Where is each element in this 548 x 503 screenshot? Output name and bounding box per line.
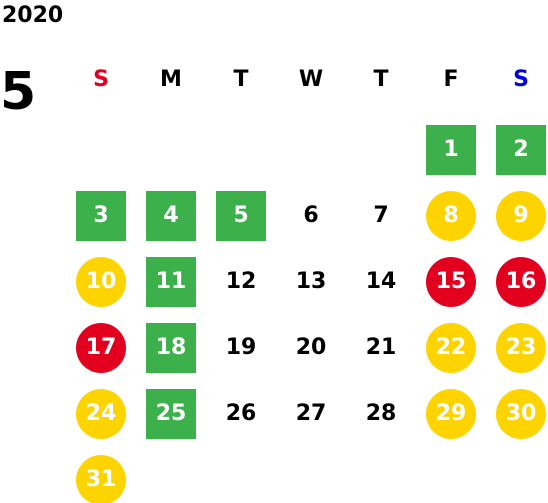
day-5: 5 xyxy=(216,191,266,241)
calendar-day-cell[interactable]: 24 xyxy=(66,381,136,447)
weekday-header-sunday: S xyxy=(93,67,109,92)
day-29: 29 xyxy=(426,389,476,439)
calendar-day-cell[interactable]: 15 xyxy=(416,249,486,315)
calendar-day-cell[interactable]: 12 xyxy=(206,249,276,315)
day-7: 7 xyxy=(373,203,389,228)
day-3: 3 xyxy=(76,191,126,241)
calendar-day-cell[interactable]: 25 xyxy=(136,381,206,447)
day-15: 15 xyxy=(426,257,476,307)
day-22: 22 xyxy=(426,323,476,373)
day-23: 23 xyxy=(496,323,546,373)
day-14: 14 xyxy=(365,269,397,294)
calendar-day-cell[interactable]: 10 xyxy=(66,249,136,315)
day-12: 12 xyxy=(225,269,257,294)
day-20: 20 xyxy=(295,335,327,360)
calendar-day-cell[interactable]: 21 xyxy=(346,315,416,381)
calendar-day-cell[interactable]: 28 xyxy=(346,381,416,447)
calendar-day-cell[interactable]: 22 xyxy=(416,315,486,381)
month-number: 5 xyxy=(0,62,37,122)
calendar-day-cell[interactable]: 31 xyxy=(66,447,136,503)
calendar-day-cell[interactable]: 1 xyxy=(416,117,486,183)
calendar-day-cell[interactable]: 30 xyxy=(486,381,548,447)
day-30: 30 xyxy=(496,389,546,439)
calendar-day-cell[interactable]: 4 xyxy=(136,183,206,249)
calendar-day-cell[interactable]: 14 xyxy=(346,249,416,315)
day-28: 28 xyxy=(365,401,397,426)
day-11: 11 xyxy=(146,257,196,307)
calendar-day-cell[interactable]: 6 xyxy=(276,183,346,249)
day-10: 10 xyxy=(76,257,126,307)
day-6: 6 xyxy=(303,203,319,228)
day-27: 27 xyxy=(295,401,327,426)
day-13: 13 xyxy=(295,269,327,294)
day-9: 9 xyxy=(496,191,546,241)
day-16: 16 xyxy=(496,257,546,307)
day-2: 2 xyxy=(496,125,546,175)
calendar-day-cell[interactable]: 13 xyxy=(276,249,346,315)
day-25: 25 xyxy=(146,389,196,439)
calendar-day-cell[interactable]: 9 xyxy=(486,183,548,249)
weekday-header-wednesday: W xyxy=(298,67,324,92)
day-26: 26 xyxy=(225,401,257,426)
calendar-day-cell[interactable]: 20 xyxy=(276,315,346,381)
weekday-header-saturday: S xyxy=(513,67,529,92)
calendar-day-cell[interactable]: 8 xyxy=(416,183,486,249)
day-31: 31 xyxy=(76,455,126,503)
day-19: 19 xyxy=(225,335,257,360)
calendar-day-cell[interactable]: 19 xyxy=(206,315,276,381)
calendar-day-cell[interactable]: 7 xyxy=(346,183,416,249)
calendar-day-cell[interactable]: 2 xyxy=(486,117,548,183)
calendar-day-cell[interactable]: 16 xyxy=(486,249,548,315)
calendar-day-cell[interactable]: 29 xyxy=(416,381,486,447)
calendar-day-cell[interactable]: 5 xyxy=(206,183,276,249)
calendar-day-cell[interactable]: 23 xyxy=(486,315,548,381)
day-1: 1 xyxy=(426,125,476,175)
day-21: 21 xyxy=(365,335,397,360)
calendar-day-cell[interactable]: 27 xyxy=(276,381,346,447)
year-label: 2020 xyxy=(2,3,64,28)
calendar-day-cell[interactable]: 11 xyxy=(136,249,206,315)
calendar-day-cell[interactable]: 17 xyxy=(66,315,136,381)
weekday-header-thursday: T xyxy=(373,67,389,92)
weekday-header-tuesday: T xyxy=(233,67,249,92)
day-18: 18 xyxy=(146,323,196,373)
calendar-day-cell[interactable]: 18 xyxy=(136,315,206,381)
day-8: 8 xyxy=(426,191,476,241)
calendar-day-cell[interactable]: 3 xyxy=(66,183,136,249)
day-4: 4 xyxy=(146,191,196,241)
day-24: 24 xyxy=(76,389,126,439)
weekday-header-monday: M xyxy=(160,67,182,92)
calendar-day-cell[interactable]: 26 xyxy=(206,381,276,447)
day-17: 17 xyxy=(76,323,126,373)
weekday-header-friday: F xyxy=(443,67,459,92)
